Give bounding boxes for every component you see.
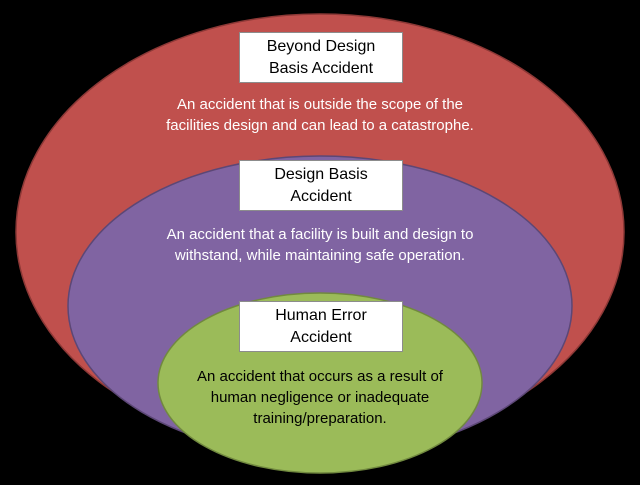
inner-description-line3: training/preparation. — [253, 410, 387, 427]
middle-title-line2: Accident — [290, 187, 352, 205]
middle-description-line2: withstand, while maintaining safe operat… — [174, 247, 466, 264]
outer-description-line2: facilities design and can lead to a cata… — [166, 117, 474, 134]
middle-description-line1: An accident that a facility is built and… — [166, 226, 474, 243]
middle-description: An accident that a facility is built and… — [110, 224, 530, 266]
outer-title-text: Beyond Design Basis Accident — [267, 36, 376, 80]
inner-title-box: Human Error Accident — [239, 301, 403, 352]
inner-description: An accident that occurs as a result of h… — [170, 366, 470, 429]
outer-description-line1: An accident that is outside the scope of… — [176, 96, 464, 113]
outer-title-box: Beyond Design Basis Accident — [239, 32, 403, 83]
inner-title-line2: Accident — [290, 328, 352, 346]
outer-description: An accident that is outside the scope of… — [120, 94, 520, 136]
middle-title-text: Design Basis Accident — [274, 164, 367, 208]
outer-title-line2: Basis Accident — [268, 59, 374, 77]
inner-description-line2: human negligence or inadequate — [210, 389, 430, 406]
inner-title-text: Human Error Accident — [275, 305, 367, 349]
middle-title-box: Design Basis Accident — [239, 160, 403, 211]
middle-title-line1: Design Basis — [274, 165, 368, 183]
outer-title-line1: Beyond Design — [266, 37, 376, 55]
inner-description-line1: An accident that occurs as a result of — [197, 368, 443, 385]
inner-title-line1: Human Error — [275, 306, 367, 324]
